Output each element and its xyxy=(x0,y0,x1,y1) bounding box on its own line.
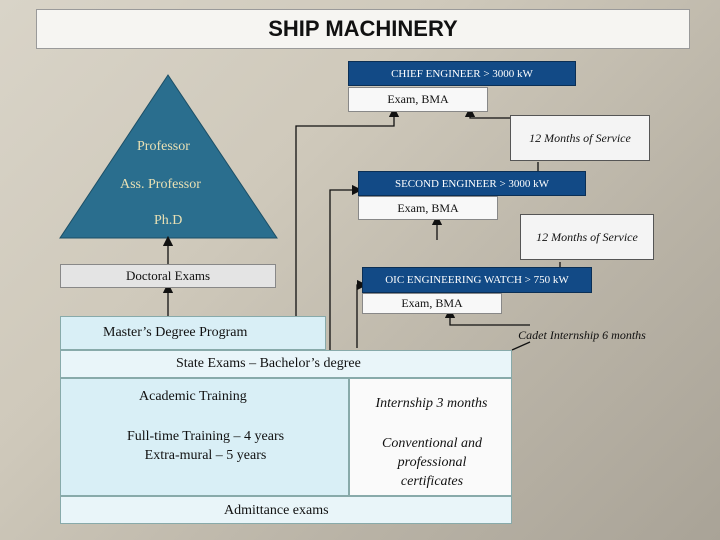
admittance-exams-bar: Admittance exams xyxy=(60,496,512,524)
page-title: SHIP MACHINERY xyxy=(36,9,690,49)
professor-label: Professor xyxy=(137,139,190,154)
internship-panel: Internship 3 months Conventional and pro… xyxy=(349,378,512,496)
internship-3-label: Internship 3 months xyxy=(375,396,488,411)
months-of-service-2: 12 Months of Service xyxy=(520,214,654,260)
state-exams-label: State Exams – Bachelor’s degree xyxy=(176,356,361,371)
ass-professor-label: Ass. Professor xyxy=(120,177,201,192)
oic-watch-box: OIC ENGINEERING WATCH > 750 kW xyxy=(362,267,592,293)
exam-bma-3: Exam, BMA xyxy=(362,293,502,314)
chief-engineer-box: CHIEF ENGINEER > 3000 kW xyxy=(348,61,576,86)
academic-training-label: Academic Training xyxy=(139,389,247,404)
conventional-certificates-label: Conventional and professional certificat… xyxy=(382,436,482,489)
months-of-service-1: 12 Months of Service xyxy=(510,115,650,161)
exam-bma-1: Exam, BMA xyxy=(348,87,488,112)
phd-label: Ph.D xyxy=(154,213,183,228)
exam-bma-2: Exam, BMA xyxy=(358,196,498,220)
masters-program-box: Master’s Degree Program xyxy=(60,316,326,350)
cadet-internship: Cadet Internship 6 months xyxy=(518,328,646,342)
masters-program-label: Master’s Degree Program xyxy=(103,325,248,340)
state-exams-bar: State Exams – Bachelor’s degree xyxy=(60,350,512,378)
admittance-exams-label: Admittance exams xyxy=(224,503,329,518)
doctoral-exams-box: Doctoral Exams xyxy=(60,264,276,288)
academic-panel: Academic Training Full-time Training – 4… xyxy=(60,378,349,496)
second-engineer-box: SECOND ENGINEER > 3000 kW xyxy=(358,171,586,196)
fulltime-training-label: Full-time Training – 4 years xyxy=(126,429,285,444)
extramural-label: Extra-mural – 5 years xyxy=(144,448,267,463)
